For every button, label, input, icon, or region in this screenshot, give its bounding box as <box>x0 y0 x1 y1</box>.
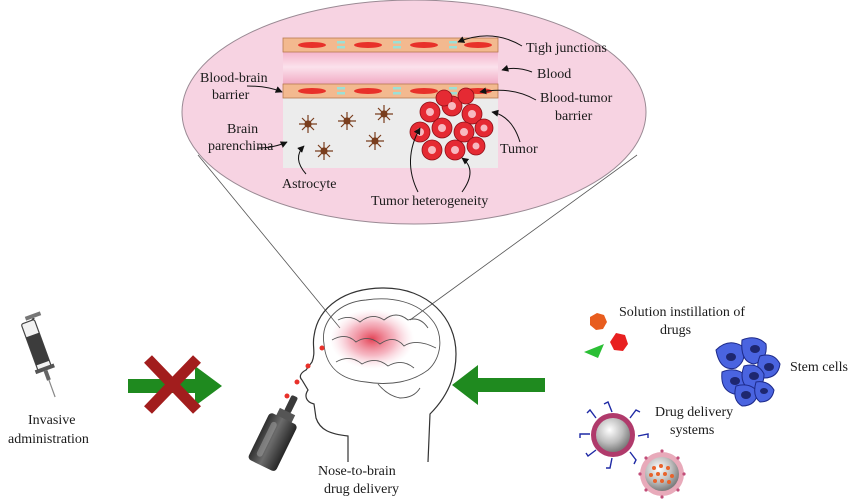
endothelial-row-top <box>282 37 499 53</box>
zoom-line-left <box>197 154 341 329</box>
nanoparticle-loaded-icon <box>638 449 686 499</box>
label-bbb-line1: Blood-brain <box>200 71 268 86</box>
stem-cells-icon <box>715 337 781 407</box>
label-bbb-line2: barrier <box>212 88 250 103</box>
zoom-line-right <box>409 154 638 321</box>
delivery-arrow <box>452 365 545 405</box>
label-stem-cells: Stem cells <box>790 360 848 375</box>
nanoparticle-ligand-icon <box>579 401 649 469</box>
label-solution-line1: Solution instillation of <box>619 305 745 320</box>
tumor-cluster <box>409 87 494 161</box>
drug-droplets <box>284 345 325 399</box>
label-tumor-heterogeneity: Tumor heterogeneity <box>371 194 488 209</box>
head-profile <box>299 287 457 463</box>
label-astrocyte: Astrocyte <box>282 177 336 192</box>
label-nose-to-brain-line2: drug delivery <box>324 482 399 497</box>
label-invasive-line1: Invasive <box>28 413 75 428</box>
syringe-icon <box>21 311 56 398</box>
brain-outline <box>323 298 441 399</box>
label-blood: Blood <box>537 67 571 82</box>
label-dds-line1: Drug delivery <box>655 405 733 420</box>
nasal-spray-icon <box>248 395 298 471</box>
blood-vessel <box>283 48 498 86</box>
drug-shapes-icon <box>584 313 628 358</box>
label-invasive-line2: administration <box>8 432 89 447</box>
label-tight-junctions: Tigh junctions <box>526 41 607 56</box>
inset-arrows <box>246 35 537 193</box>
astrocytes <box>299 105 393 160</box>
label-dds-line2: systems <box>670 423 714 438</box>
cross-icon <box>144 355 201 414</box>
label-btb-line1: Blood-tumor <box>540 91 613 106</box>
label-tumor: Tumor <box>500 142 538 157</box>
label-nose-to-brain-line1: Nose-to-brain <box>318 464 396 479</box>
label-btb-line2: barrier <box>555 109 593 124</box>
blocked-invasive-arrow <box>128 355 222 414</box>
label-brain-line2: parenchima <box>208 139 274 154</box>
label-solution-line2: drugs <box>660 323 691 338</box>
label-brain-line1: Brain <box>227 122 258 137</box>
